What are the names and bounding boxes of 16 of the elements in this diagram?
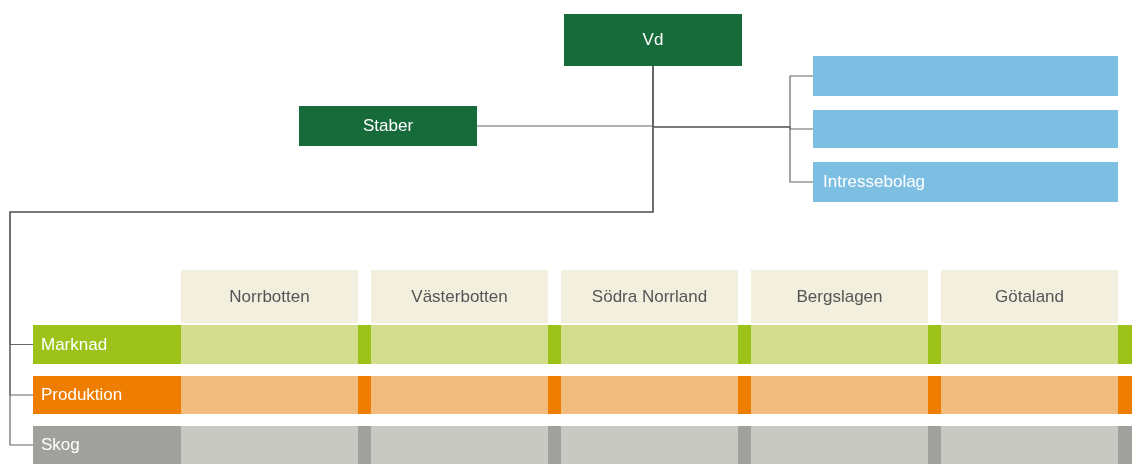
- column-header: Västerbotten: [371, 270, 548, 323]
- row-band: [33, 325, 1132, 364]
- row-band: [33, 426, 1132, 464]
- column-header: Södra Norrland: [561, 270, 738, 323]
- column-header: Norrbotten: [181, 270, 358, 323]
- row-label: Produktion: [41, 385, 123, 405]
- title-box: Vd: [564, 14, 742, 66]
- title-box: Staber: [299, 106, 477, 146]
- column-header: Bergslagen: [751, 270, 928, 323]
- row-band: [33, 376, 1132, 414]
- column-header: Götaland: [941, 270, 1118, 323]
- company-box: [813, 56, 1118, 96]
- row-label: Skog: [41, 435, 80, 455]
- row-label: Marknad: [41, 334, 108, 355]
- company-box: [813, 110, 1118, 148]
- company-box: Intressebolag: [813, 162, 1118, 202]
